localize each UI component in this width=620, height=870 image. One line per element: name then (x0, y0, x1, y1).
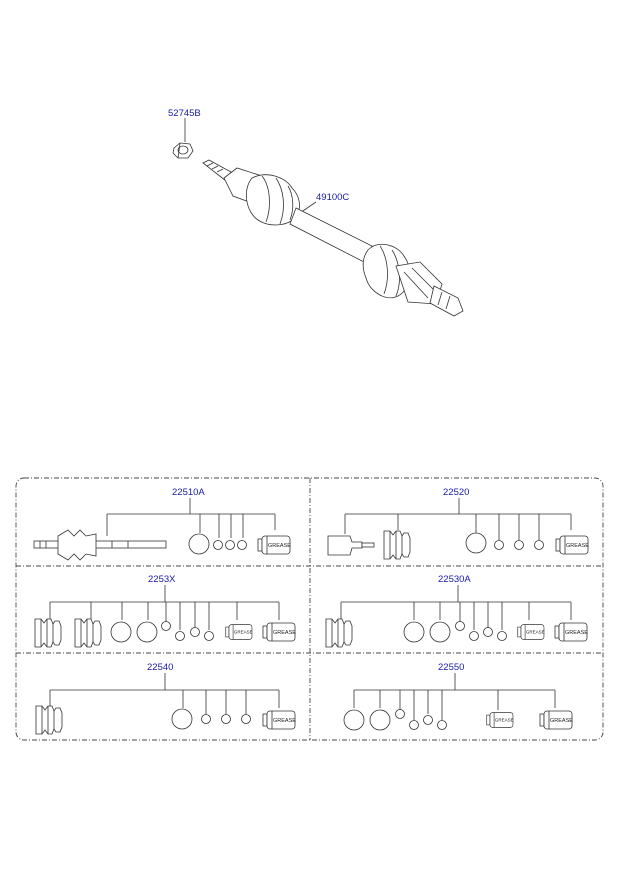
kit-part-number[interactable]: 2253X (148, 574, 176, 585)
shaft-part-number[interactable]: 49100C (316, 192, 349, 203)
svg-text:GREASE: GREASE (566, 543, 589, 549)
svg-text:GREASE: GREASE (234, 630, 253, 635)
kit-clamp (437, 720, 447, 730)
kit-boot (325, 618, 353, 648)
kits-panel: 22510A GREASE 22520 (15, 477, 604, 741)
kit-boot-ring (429, 621, 451, 643)
kit-clamp (161, 621, 171, 631)
kit-clamp (201, 714, 211, 724)
kit-22520: 22520 GREASE (327, 487, 589, 560)
kit-clamp (225, 540, 235, 550)
kit-clamp (204, 631, 214, 641)
kit-clamp (483, 627, 493, 637)
kit-clamp (497, 631, 507, 641)
kit-boot-ring (403, 621, 425, 643)
kit-grease-tube: GREASE (262, 710, 296, 730)
kit-boot (35, 705, 63, 735)
svg-text:GREASE: GREASE (273, 718, 296, 724)
kit-part-number[interactable]: 22540 (147, 662, 173, 673)
main-assembly: 52745B 49100C (168, 108, 464, 317)
kit-clamp (175, 631, 185, 641)
kits-panel-border (15, 477, 604, 741)
svg-text:GREASE: GREASE (273, 630, 296, 636)
kit-clamp (494, 540, 504, 550)
kit-22530A: 22530A GREASE GREASE (325, 574, 588, 648)
kit-boot-ring (465, 532, 487, 554)
kit-boot-ring (369, 709, 391, 731)
kit-boot (74, 618, 102, 648)
kit-clamp (213, 540, 223, 550)
kit-clamp (514, 540, 524, 550)
kit-clamp (469, 631, 479, 641)
kit-clamp (534, 540, 544, 550)
kit-22550: 22550 GREASE GREASE (343, 662, 573, 731)
kit-grease-tube: GREASE (554, 622, 588, 642)
nut-part-number[interactable]: 52745B (168, 108, 201, 119)
kit-part-number[interactable]: 22520 (443, 487, 469, 498)
kit-grease-tube: GREASE (555, 535, 589, 555)
svg-text:GREASE: GREASE (565, 630, 588, 636)
kit-boot (383, 530, 411, 560)
svg-text:GREASE: GREASE (550, 718, 573, 724)
kit-grease-tube: GREASE (225, 624, 253, 640)
kit-clamp (221, 714, 231, 724)
kit-clamp (423, 715, 433, 725)
kit-grease-tube: GREASE (517, 624, 545, 640)
kit-boot-ring (136, 621, 158, 643)
kit-boot-ring (171, 708, 193, 730)
kit-clamp (395, 709, 405, 719)
kit-shaft (33, 540, 167, 549)
kit-boot-ring (110, 621, 132, 643)
kit-clamp (241, 714, 251, 724)
svg-text:GREASE: GREASE (526, 630, 545, 635)
kit-22510A: 22510A GREASE (33, 487, 291, 561)
kit-boot-ring (188, 533, 210, 555)
kit-part-number[interactable]: 22510A (172, 487, 205, 498)
kit-clamp (190, 627, 200, 637)
kit-grease-tube: GREASE (486, 712, 514, 728)
svg-text:GREASE: GREASE (268, 543, 291, 549)
lock-nut (172, 142, 194, 159)
kit-grease-tube: GREASE (262, 622, 296, 642)
kit-part-number[interactable]: 22530A (438, 574, 471, 585)
kit-clamp (237, 540, 247, 550)
drive-shaft (202, 159, 464, 317)
kit-housing (327, 535, 363, 556)
svg-text:GREASE: GREASE (495, 718, 514, 723)
kit-grease-tube: GREASE (257, 535, 291, 555)
kit-2253X: 2253X GREASE GREASE (34, 574, 296, 648)
kit-22540: 22540 GREASE (35, 662, 296, 735)
kit-boot (34, 618, 62, 648)
kit-clamp (409, 720, 419, 730)
kit-clamp (455, 621, 465, 631)
kit-part-number[interactable]: 22550 (438, 662, 464, 673)
kit-boot-ring (343, 709, 365, 731)
kit-grease-tube: GREASE (539, 710, 573, 730)
